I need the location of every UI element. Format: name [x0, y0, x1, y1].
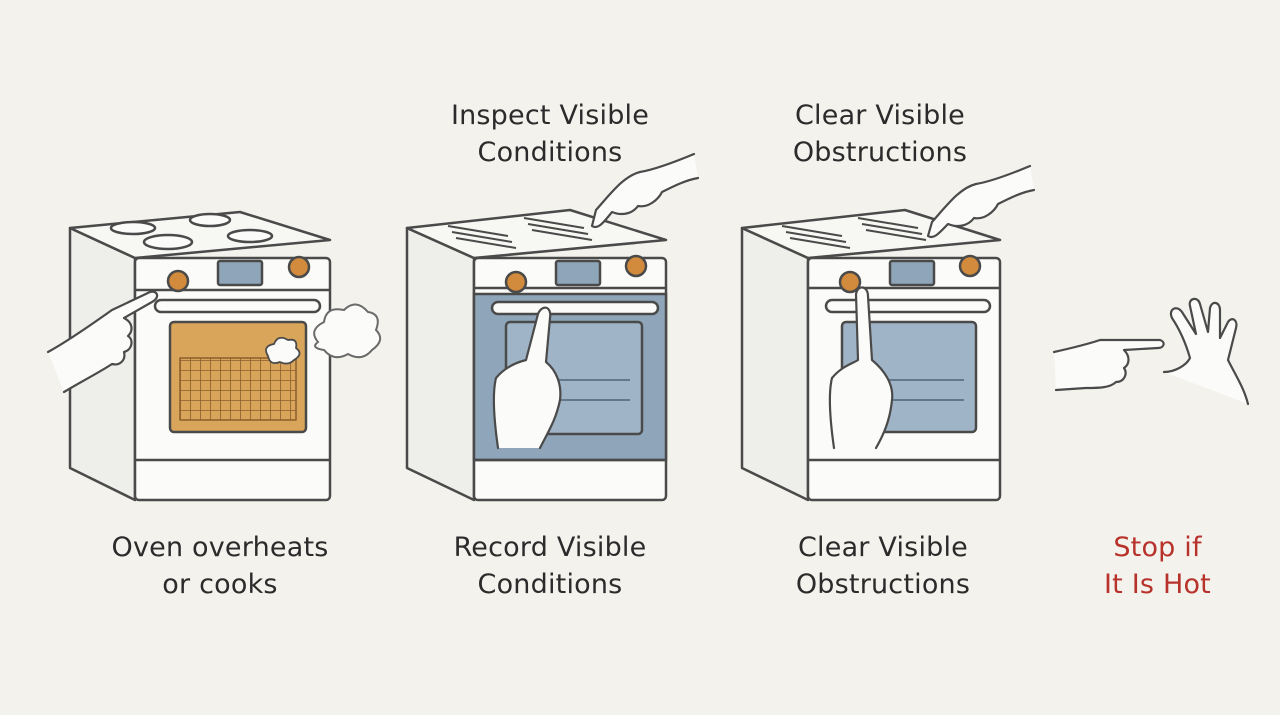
step-3-top-label: Clear Visible Obstructions: [792, 100, 968, 168]
step-1-bottom-label: Oven overheats or cooks: [111, 532, 329, 600]
step-2-top-label: Inspect Visible Conditions: [450, 100, 650, 168]
stop-hand-icon: [1052, 297, 1250, 406]
steam-icon: [313, 303, 382, 359]
oven-icon: [68, 210, 332, 502]
step-3-bottom-label: Clear Visible Obstructions: [795, 532, 971, 600]
step-4-bottom-label: Stop if It Is Hot: [1104, 532, 1211, 600]
hand-pointing-icon: [492, 152, 700, 450]
hand-pointing-icon: [46, 290, 159, 394]
hand-pointing-icon: [828, 164, 1036, 450]
step-2-bottom-label: Record Visible Conditions: [453, 532, 647, 600]
